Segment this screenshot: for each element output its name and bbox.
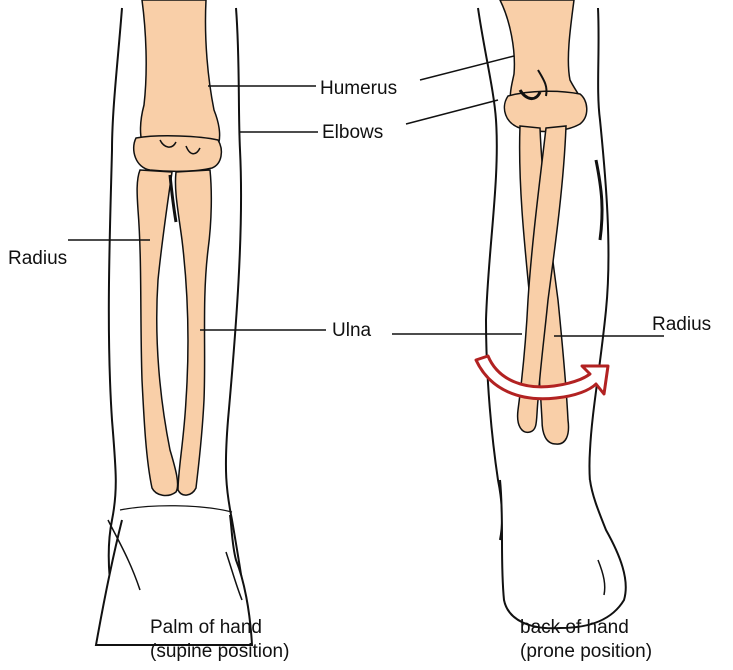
label-humerus: Humerus [320,78,398,99]
left-hand [94,514,254,646]
caption-left-line1: Palm of hand [150,617,262,638]
right-arm-outline-outer [477,7,504,541]
left-arm-supine [94,0,254,646]
rotation-arrow [474,354,610,401]
left-ulna-bone [174,169,213,496]
leader-humerus-right [419,55,515,81]
right-ulna-bone [516,125,567,434]
leader-lines [68,55,664,337]
label-radius-left: Radius [8,248,68,269]
label-elbows: Elbows [322,122,384,143]
label-ulna: Ulna [332,320,372,341]
caption-right-line2: (prone position) [520,641,653,662]
right-arm-outline-inner [588,7,610,521]
leader-elbows-right [405,99,499,125]
left-arm-outline-outer [107,7,123,646]
caption-left-line2: (supine position) [150,641,290,662]
caption-right-line1: back of hand [520,617,629,638]
right-elbow-joint [503,90,588,133]
left-arm-outline-inner [224,7,251,641]
label-radius-right: Radius [652,314,712,335]
left-humerus-bone [139,0,221,151]
left-elbow-joint [132,135,223,173]
left-radius-bone [136,169,179,497]
right-arm-prone [474,0,627,630]
right-hand [499,479,627,630]
